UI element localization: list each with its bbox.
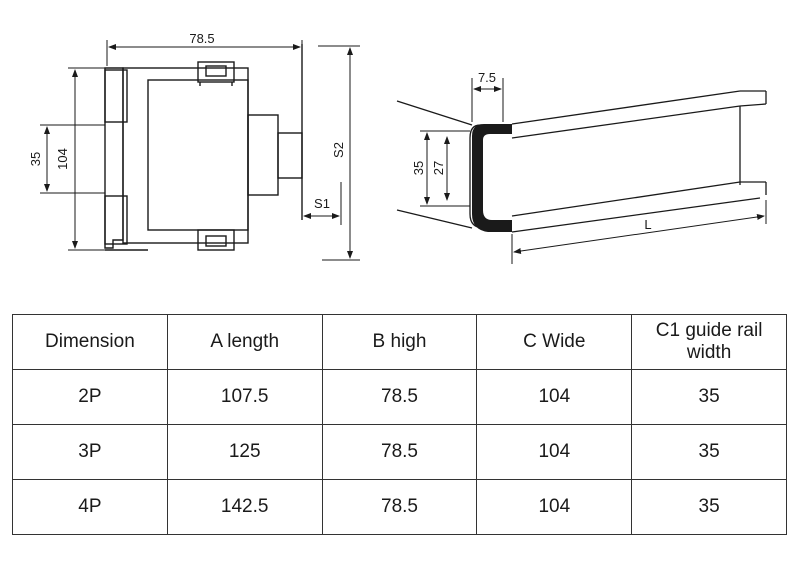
table-cell: 2P: [12, 369, 168, 425]
header-dimension: Dimension: [12, 314, 168, 370]
table-cell: 35: [631, 424, 787, 480]
technical-drawings: 78.5 104 35 S2 S1: [28, 31, 767, 264]
rail-dimensions: [420, 78, 767, 264]
table-cell: 104: [476, 369, 633, 425]
table-row: 4P 142.5 78.5 104 35: [12, 479, 787, 535]
header-a-length: A length: [166, 314, 323, 370]
dim-inner-label: 27: [431, 161, 446, 175]
dim-top-label: 7.5: [478, 70, 496, 85]
dim-length-label: L: [644, 217, 651, 232]
dim-s1-label: S1: [314, 196, 330, 211]
dim-height-label: 104: [55, 148, 70, 170]
table-cell: 78.5: [321, 369, 478, 425]
rail-profile-cross-section: [472, 124, 512, 232]
front-view-dimensions: [40, 40, 360, 261]
header-c1-rail-width: C1 guide rail width: [631, 314, 787, 370]
table-cell: 104: [476, 424, 633, 480]
din-rail-view: [396, 90, 767, 233]
table-cell: 35: [631, 479, 787, 535]
header-c-wide: C Wide: [476, 314, 633, 370]
table-cell: 78.5: [321, 424, 478, 480]
table-cell: 125: [166, 424, 323, 480]
table-row: 2P 107.5 78.5 104 35: [12, 369, 787, 425]
table-cell: 78.5: [321, 479, 478, 535]
table-cell: 142.5: [166, 479, 323, 535]
dim-s2-label: S2: [331, 142, 346, 158]
table-row: 3P 125 78.5 104 35: [12, 424, 787, 480]
header-b-high: B high: [321, 314, 478, 370]
table-cell: 35: [631, 369, 787, 425]
dimension-table: Dimension A length B high C Wide C1 guid…: [12, 314, 787, 535]
table-cell: 4P: [12, 479, 168, 535]
dim-outer-label: 35: [411, 161, 426, 175]
dim-width-label: 78.5: [189, 31, 214, 46]
table-header-row: Dimension A length B high C Wide C1 guid…: [12, 314, 787, 370]
dim-rail-label: 35: [28, 152, 43, 166]
table-cell: 107.5: [166, 369, 323, 425]
table-cell: 3P: [12, 424, 168, 480]
device-front-view: [104, 44, 303, 251]
table-cell: 104: [476, 479, 633, 535]
